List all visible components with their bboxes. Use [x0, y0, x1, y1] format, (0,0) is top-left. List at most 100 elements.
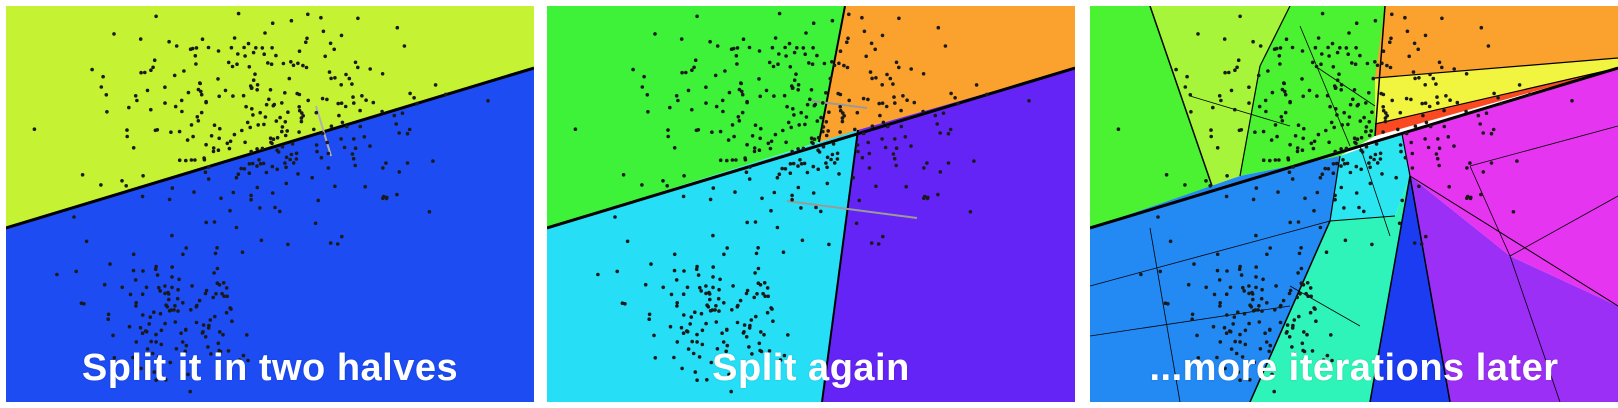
data-point — [1428, 124, 1433, 129]
data-point — [1381, 49, 1386, 53]
data-point — [239, 166, 243, 171]
data-point — [236, 172, 241, 176]
data-point — [721, 109, 725, 114]
data-point — [159, 342, 164, 347]
data-point — [1413, 76, 1417, 81]
data-point — [1410, 166, 1415, 170]
data-point — [215, 246, 219, 250]
data-point — [1222, 37, 1227, 41]
data-point — [680, 366, 684, 371]
data-point — [280, 101, 284, 105]
data-point — [1400, 198, 1404, 203]
data-point — [1247, 321, 1251, 326]
data-point — [830, 152, 835, 157]
data-point — [696, 273, 701, 277]
data-point — [804, 115, 809, 119]
data-point — [1515, 159, 1519, 163]
data-point — [777, 172, 782, 176]
data-point — [234, 175, 239, 180]
caption: ...more iterations later — [1149, 347, 1559, 389]
data-point — [1139, 272, 1143, 277]
data-point — [912, 100, 917, 105]
data-point — [734, 54, 739, 58]
data-point — [339, 33, 344, 38]
data-point — [356, 16, 360, 21]
data-point — [717, 309, 721, 313]
data-point — [825, 165, 829, 170]
data-point — [286, 242, 290, 247]
data-point — [261, 161, 266, 166]
data-point — [972, 159, 976, 163]
data-point — [665, 184, 669, 188]
data-point — [392, 113, 397, 118]
data-point — [735, 62, 739, 66]
data-point — [240, 128, 244, 133]
data-point — [714, 304, 718, 308]
data-point — [1373, 18, 1378, 23]
data-point — [1321, 358, 1326, 362]
data-point — [880, 101, 885, 105]
data-point — [753, 271, 757, 275]
data-point — [339, 83, 344, 87]
data-point — [1251, 39, 1255, 44]
data-point — [297, 92, 302, 97]
data-point — [280, 144, 285, 149]
data-point — [695, 264, 699, 269]
data-point — [1344, 46, 1349, 50]
data-point — [704, 85, 708, 89]
data-point — [80, 173, 85, 177]
data-point — [112, 32, 116, 36]
data-point — [847, 12, 851, 17]
data-point — [289, 18, 294, 23]
data-point — [260, 46, 265, 50]
data-points — [1116, 11, 1574, 394]
data-point — [197, 298, 202, 303]
data-point — [760, 196, 764, 201]
data-point — [145, 88, 150, 93]
data-point — [344, 124, 349, 129]
data-point — [1308, 286, 1313, 290]
data-point — [894, 60, 899, 65]
data-point — [167, 39, 171, 44]
region-yellow — [1375, 58, 1618, 124]
data-point — [213, 314, 217, 319]
data-point — [840, 119, 845, 124]
data-point — [674, 278, 679, 282]
data-point — [262, 52, 267, 56]
data-point — [343, 104, 348, 109]
data-point — [1196, 356, 1201, 360]
data-point — [948, 127, 953, 132]
data-point — [720, 331, 724, 336]
data-point — [765, 286, 770, 290]
data-point — [682, 174, 686, 178]
data-point — [155, 128, 160, 132]
data-point — [845, 65, 850, 70]
data-point — [767, 349, 772, 353]
data-point — [1398, 110, 1403, 115]
data-point — [1287, 170, 1292, 174]
data-point — [198, 81, 202, 86]
data-point — [734, 158, 738, 162]
data-point — [811, 164, 816, 169]
region-cyan — [1330, 134, 1410, 221]
data-point — [1238, 264, 1242, 269]
data-point — [195, 115, 200, 119]
data-point — [206, 177, 211, 181]
data-point — [1293, 352, 1297, 356]
data-point — [1431, 76, 1436, 81]
data-point — [857, 198, 861, 203]
data-point — [711, 265, 715, 269]
data-point — [1281, 298, 1286, 303]
data-point — [371, 100, 376, 105]
data-point — [249, 193, 253, 198]
data-point — [708, 297, 712, 302]
data-point — [1447, 184, 1451, 189]
data-point — [739, 81, 743, 86]
data-point — [134, 301, 138, 305]
data-point — [1301, 94, 1305, 99]
data-point — [722, 301, 726, 305]
data-point — [243, 140, 247, 145]
data-point — [1283, 89, 1287, 94]
data-point — [821, 144, 826, 149]
data-point — [1209, 128, 1213, 132]
